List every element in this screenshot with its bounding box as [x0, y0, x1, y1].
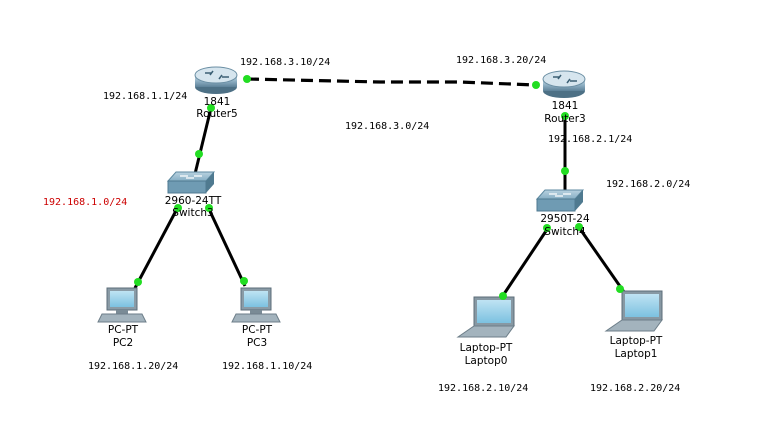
link-up-dot — [205, 204, 213, 212]
router5-name-label: Router5 — [196, 108, 238, 120]
right-lan-network-label: 192.168.2.0/24 — [606, 179, 691, 190]
link-up-dot — [240, 277, 248, 285]
switch3-name-label: Switch3 — [172, 207, 214, 219]
link-router5-switch3[interactable] — [192, 107, 213, 179]
laptop0-type-label: Laptop-PT — [459, 342, 513, 354]
switch3-model-label: 2960-24TT — [164, 195, 222, 207]
router3-wan-ip-label: 192.168.3.20/24 — [456, 55, 547, 66]
router3-name-label: Router3 — [544, 113, 586, 125]
pc3-icon[interactable] — [231, 287, 281, 323]
router5-wan-ip-label: 192.168.3.10/24 — [240, 57, 331, 68]
link-up-dot — [543, 224, 551, 232]
laptop0-icon[interactable] — [456, 296, 515, 338]
wan-network-label: 192.168.3.0/24 — [345, 121, 430, 132]
switch4-name-label: Switch4 — [544, 226, 586, 238]
switch4-icon[interactable] — [535, 189, 585, 212]
link-up-dot — [575, 223, 583, 231]
link-up-dot — [616, 285, 624, 293]
router5-model-label: 1841 — [203, 96, 231, 108]
pc3-ip-label: 192.168.1.10/24 — [222, 361, 313, 372]
link-up-dot — [499, 292, 507, 300]
link-switch4-laptop1[interactable] — [576, 225, 626, 293]
router3-icon[interactable] — [542, 70, 586, 98]
link-up-dot — [243, 75, 251, 83]
link-up-dot — [195, 150, 203, 158]
link-switch3-pc2[interactable] — [133, 206, 180, 289]
laptop0-ip-label: 192.168.2.10/24 — [438, 383, 529, 394]
link-status-dots — [134, 75, 624, 300]
link-up-dot — [134, 278, 142, 286]
link-up-dot — [207, 104, 215, 112]
laptop1-type-label: Laptop-PT — [609, 335, 663, 347]
link-switch3-pc3[interactable] — [206, 206, 247, 287]
link-up-dot — [561, 112, 569, 120]
pc2-name-label: PC2 — [112, 337, 134, 349]
link-up-dot — [561, 167, 569, 175]
left-lan-network-label: 192.168.1.0/24 — [43, 197, 128, 208]
router3-lan-ip-label: 192.168.2.1/24 — [548, 134, 633, 145]
link-up-dot — [532, 81, 540, 89]
laptop0-name-label: Laptop0 — [464, 355, 508, 367]
link-switch4-laptop0[interactable] — [498, 227, 550, 301]
router5-lan-ip-label: 192.168.1.1/24 — [103, 91, 188, 102]
link-up-dot — [174, 204, 182, 212]
laptop1-name-label: Laptop1 — [614, 348, 658, 360]
pc3-type-label: PC-PT — [241, 324, 273, 336]
router3-model-label: 1841 — [551, 100, 579, 112]
router5-icon[interactable] — [194, 66, 238, 94]
pc3-name-label: PC3 — [246, 337, 268, 349]
link-router5-router3[interactable] — [246, 77, 537, 87]
laptop1-icon[interactable] — [604, 290, 663, 332]
pc2-type-label: PC-PT — [107, 324, 139, 336]
switch3-icon[interactable] — [166, 171, 216, 194]
laptop1-ip-label: 192.168.2.20/24 — [590, 383, 681, 394]
pc2-ip-label: 192.168.1.20/24 — [88, 361, 179, 372]
switch4-model-label: 2950T-24 — [540, 213, 590, 225]
pc2-icon[interactable] — [97, 287, 147, 323]
